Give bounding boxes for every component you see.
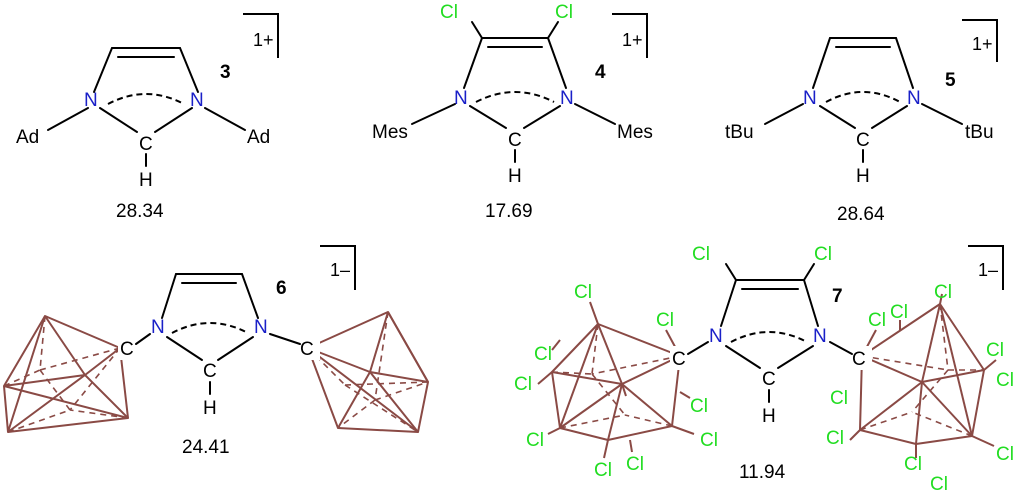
chlorine-atom: Cl bbox=[830, 388, 848, 409]
chlorine-atom: Cl bbox=[890, 302, 908, 323]
cage-carbon-atom: C bbox=[300, 339, 314, 360]
nitrogen-atom: N bbox=[813, 326, 827, 347]
chlorine-labels: Cl Cl Cl Cl Cl Cl Cl Cl Cl Cl Cl Cl Cl C… bbox=[514, 244, 1014, 495]
value-label: 11.94 bbox=[739, 462, 786, 483]
chlorine-atom: Cl bbox=[526, 430, 544, 451]
compound-3: N N C H Ad Ad 3 1+ 28.34 bbox=[16, 13, 279, 222]
chlorine-atom: Cl bbox=[534, 344, 552, 365]
chlorine-atom: Cl bbox=[656, 310, 674, 331]
substituent-left: Mes bbox=[372, 122, 408, 143]
chlorine-atom: Cl bbox=[934, 282, 952, 303]
nitrogen-atom: N bbox=[803, 88, 817, 109]
chlorine-atom: Cl bbox=[996, 444, 1014, 465]
substituent-right: tBu bbox=[965, 122, 994, 143]
carbon-atom: C bbox=[508, 130, 522, 151]
chlorine-atom: Cl bbox=[930, 474, 948, 495]
substituent-left: tBu bbox=[725, 122, 754, 143]
compound-number: 3 bbox=[220, 62, 231, 83]
compound-4: Cl Cl N N C H Mes Mes 4 1+ 17.69 bbox=[372, 2, 653, 222]
compound-5: N N C H tBu tBu 5 1+ 28.64 bbox=[725, 19, 998, 225]
compound-number: 4 bbox=[595, 62, 606, 83]
chlorine-atom: Cl bbox=[690, 396, 708, 417]
cage-carbon-atom: C bbox=[120, 339, 134, 360]
compound-7: N N C H C C 7 1– 11.94 bbox=[537, 245, 1004, 483]
hydrogen-atom: H bbox=[762, 406, 776, 427]
charge-label: 1– bbox=[330, 260, 350, 280]
nitrogen-atom: N bbox=[254, 317, 268, 338]
charge-label: 1+ bbox=[972, 34, 993, 54]
hydrogen-atom: H bbox=[508, 166, 522, 187]
chlorine-atom: Cl bbox=[440, 2, 458, 23]
chlorine-atom: Cl bbox=[626, 454, 644, 475]
chlorine-atom: Cl bbox=[514, 374, 532, 395]
value-label: 17.69 bbox=[485, 201, 533, 222]
value-label: 28.64 bbox=[837, 204, 885, 225]
carbon-atom: C bbox=[139, 134, 153, 155]
value-label: 24.41 bbox=[182, 437, 230, 458]
hydrogen-atom: H bbox=[856, 166, 870, 187]
carborane-cage-left bbox=[3, 315, 129, 433]
nitrogen-atom: N bbox=[560, 88, 574, 109]
chlorine-atom: Cl bbox=[986, 340, 1004, 361]
carbon-atom: C bbox=[203, 361, 217, 382]
chlorine-atom: Cl bbox=[555, 2, 573, 23]
hydrogen-atom: H bbox=[139, 170, 153, 191]
chlorine-atom: Cl bbox=[700, 430, 718, 451]
substituent-right: Ad bbox=[247, 127, 270, 148]
compound-6: N N C H C C 6 1– 24.41 bbox=[3, 245, 429, 458]
carbon-atom: C bbox=[762, 369, 776, 390]
nitrogen-atom: N bbox=[190, 90, 204, 111]
cage-carbon-atom: C bbox=[672, 349, 686, 370]
substituent-left: Ad bbox=[16, 127, 39, 148]
carbon-atom: C bbox=[856, 130, 870, 151]
carborane-cage-left bbox=[537, 301, 695, 459]
nitrogen-atom: N bbox=[151, 317, 165, 338]
charge-label: 1+ bbox=[622, 30, 643, 50]
chlorine-atom: Cl bbox=[574, 282, 592, 303]
chlorine-atom: Cl bbox=[814, 244, 832, 265]
chlorine-atom: Cl bbox=[904, 454, 922, 475]
compound-number: 7 bbox=[832, 286, 843, 307]
hydrogen-atom: H bbox=[203, 398, 217, 419]
substituent-right: Mes bbox=[617, 122, 653, 143]
nitrogen-atom: N bbox=[454, 88, 468, 109]
chlorine-atom: Cl bbox=[826, 428, 844, 449]
compound-number: 6 bbox=[276, 278, 287, 299]
nitrogen-atom: N bbox=[907, 88, 921, 109]
charge-label: 1+ bbox=[253, 30, 274, 50]
chlorine-atom: Cl bbox=[996, 370, 1014, 391]
chlorine-atom: Cl bbox=[594, 460, 612, 481]
charge-label: 1– bbox=[978, 260, 998, 280]
nitrogen-atom: N bbox=[84, 90, 98, 111]
compound-number: 5 bbox=[945, 70, 956, 91]
nitrogen-atom: N bbox=[709, 326, 723, 347]
chlorine-atom: Cl bbox=[692, 244, 710, 265]
chlorine-atom: Cl bbox=[868, 310, 886, 331]
value-label: 28.34 bbox=[116, 201, 164, 222]
cage-carbon-atom: C bbox=[852, 349, 866, 370]
carborane-cage-right bbox=[307, 311, 429, 433]
